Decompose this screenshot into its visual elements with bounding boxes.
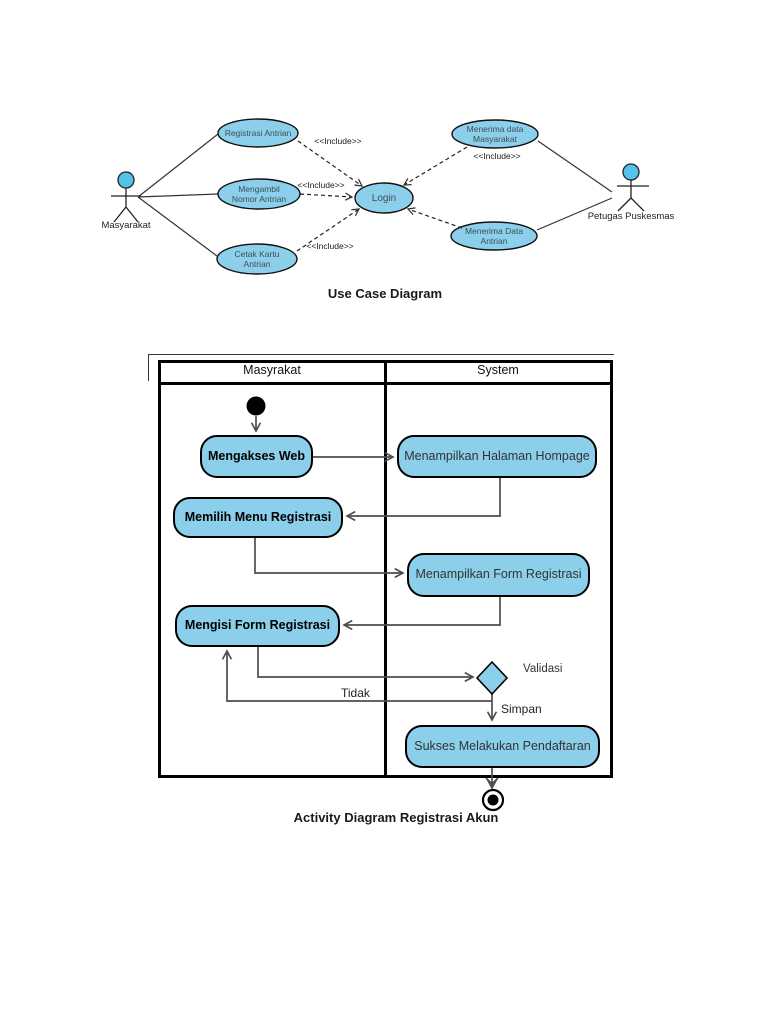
activity-menampilkan-hompage-label: Menampilkan Halaman Hompage bbox=[404, 448, 590, 463]
activity-menampilkan-hompage: Menampilkan Halaman Hompage bbox=[397, 435, 597, 478]
use-case-login-label: Login bbox=[371, 192, 397, 204]
use-case-caption: Use Case Diagram bbox=[327, 286, 443, 301]
use-case-mengambil-label: Mengambil Nomor Antrian bbox=[231, 183, 287, 204]
include-label-4: <<Include>> bbox=[473, 151, 521, 161]
activity-caption: Activity Diagram Registrasi Akun bbox=[293, 810, 499, 825]
activity-mengakses-web-label: Mengakses Web bbox=[207, 448, 306, 463]
activity-menampilkan-form: Menampilkan Form Registrasi bbox=[407, 553, 590, 597]
include-label-1: <<Include>> bbox=[314, 136, 362, 146]
frame-outer-top-line bbox=[148, 354, 614, 355]
activity-sukses-pendaftaran-label: Sukses Melakukan Pendaftaran bbox=[414, 738, 591, 753]
activity-menampilkan-form-label: Menampilkan Form Registrasi bbox=[415, 567, 582, 582]
lane-label-system: System bbox=[477, 363, 519, 377]
include-label-2: <<Include>> bbox=[297, 180, 345, 190]
actor-petugas-label: Petugas Puskesmas bbox=[587, 211, 675, 222]
swimlane-divider bbox=[384, 360, 387, 778]
association-lines-left bbox=[137, 133, 219, 257]
use-case-menerima-antrian-label: Menerima Data Antrian bbox=[464, 225, 524, 246]
activity-mengakses-web: Mengakses Web bbox=[200, 435, 313, 478]
use-case-registrasi-label: Registrasi Antrian bbox=[224, 127, 292, 138]
simpan-label: Simpan bbox=[501, 702, 542, 716]
activity-mengisi-form: Mengisi Form Registrasi bbox=[175, 605, 340, 647]
use-case-menerima-masyarakat-label: Menerima data Masyarakat bbox=[466, 123, 524, 144]
activity-memilih-menu: Memilih Menu Registrasi bbox=[173, 497, 343, 538]
tidak-label: Tidak bbox=[341, 686, 370, 700]
end-node bbox=[481, 788, 505, 812]
activity-sukses-pendaftaran: Sukses Melakukan Pendaftaran bbox=[405, 725, 600, 768]
validasi-label: Validasi bbox=[523, 663, 563, 675]
lane-label-masyrakat: Masyrakat bbox=[243, 363, 301, 377]
actor-masyarakat-figure bbox=[111, 171, 141, 223]
actor-masyarakat-label: Masyarakat bbox=[101, 220, 151, 231]
actor-petugas-figure bbox=[617, 163, 649, 212]
include-label-3: <<Include>> bbox=[306, 241, 354, 251]
activity-memilih-menu-label: Memilih Menu Registrasi bbox=[184, 509, 332, 524]
use-case-cetak-label: Cetak Kartu Antrian bbox=[234, 248, 280, 269]
frame-outer-left-stub bbox=[148, 354, 149, 381]
activity-mengisi-form-label: Mengisi Form Registrasi bbox=[184, 618, 331, 633]
